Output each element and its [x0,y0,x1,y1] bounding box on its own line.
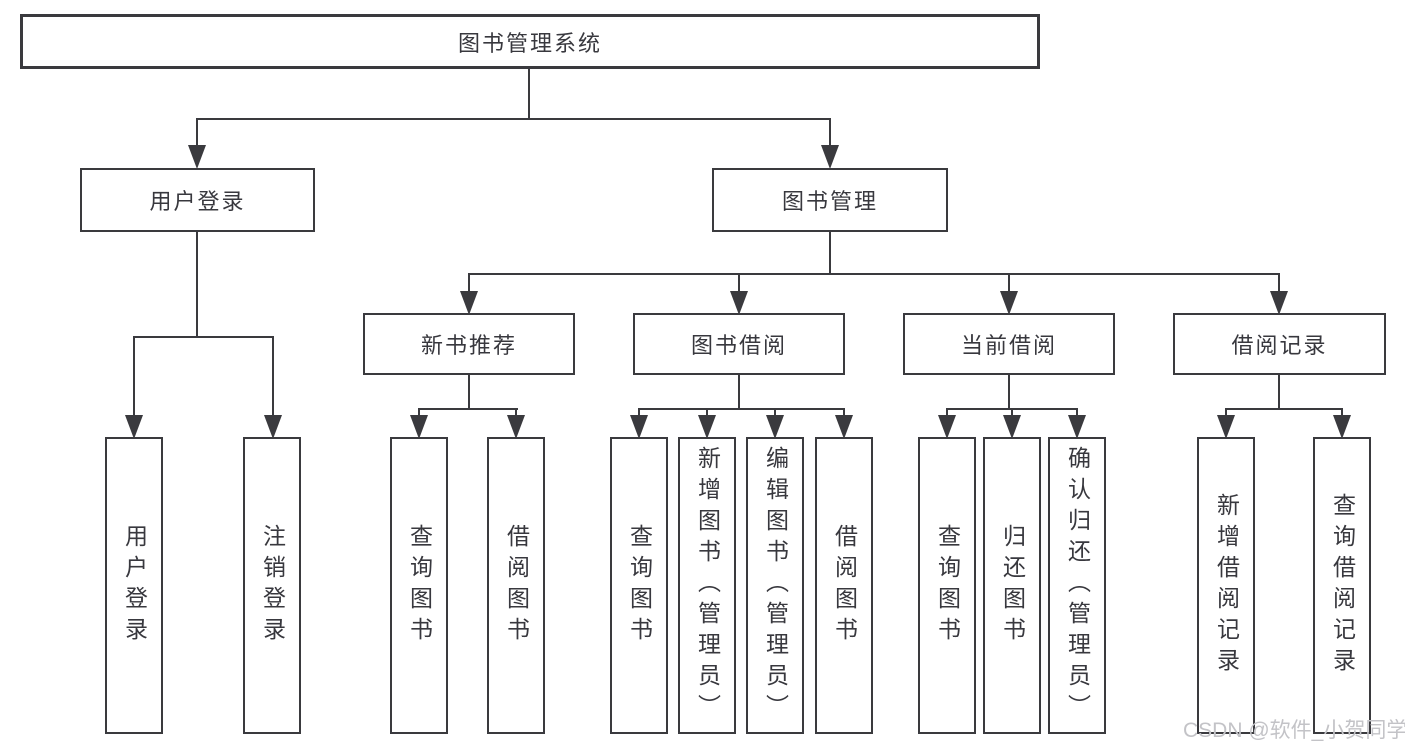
arrow-to-book-mgmt-icon [821,145,839,169]
connector-newbooks-stem [468,375,470,408]
leaf-newbooks-borrow: 借阅图书 [487,437,545,734]
node-book-borrowing-label: 图书借阅 [690,333,787,358]
leaf-newbooks-borrow-label: 借阅图书 [503,523,530,648]
node-library-system-label: 图书管理系统 [457,30,602,56]
connector-bookmgmt-drop-1 [468,273,470,293]
connector-records-bar [1225,408,1343,410]
arrow-bookborrow-leaf-4-icon [835,415,853,439]
connector-bookborrow-bar [638,408,845,410]
connector-bookborrow-drop-2 [706,408,708,416]
connector-root-bar [196,118,831,120]
arrow-records-leaf-1-icon [1217,415,1235,439]
leaf-current-query-label: 查询图书 [934,523,961,648]
node-current-borrowing-label: 当前借阅 [960,333,1057,358]
arrow-bookborrow-leaf-3-icon [766,415,784,439]
connector-userlogin-drop-1 [133,336,135,416]
connector-bookborrow-drop-4 [843,408,845,416]
node-book-management-label: 图书管理 [781,189,878,214]
connector-newbooks-bar [418,408,518,410]
leaf-borrow-book: 借阅图书 [815,437,873,734]
arrow-to-leaf-login-icon [125,415,143,439]
leaf-confirm-return: 确认归还（管理员） [1048,437,1106,734]
arrow-currentborrow-leaf-1-icon [938,415,956,439]
node-borrowing-records: 借阅记录 [1173,313,1386,375]
node-borrowing-records-label: 借阅记录 [1231,333,1328,358]
arrow-to-borrow-records-icon [1270,291,1288,315]
connector-currentborrow-drop-2 [1011,408,1013,416]
connector-root-right-drop [829,118,831,148]
node-user-login: 用户登录 [80,168,315,232]
arrow-currentborrow-leaf-3-icon [1068,415,1086,439]
connector-userlogin-stem [196,232,198,336]
connector-bookmgmt-bar [468,273,1280,275]
leaf-borrow-edit-book-label: 编辑图书（管理员） [762,446,789,725]
connector-root-left-drop [196,118,198,148]
connector-bookborrow-stem [738,375,740,408]
arrow-bookborrow-leaf-2-icon [698,415,716,439]
arrow-to-current-borrow-icon [1000,291,1018,315]
leaf-borrow-query-label: 查询图书 [626,523,653,648]
leaf-borrow-edit-book: 编辑图书（管理员） [746,437,804,734]
connector-newbooks-drop-1 [418,408,420,416]
leaf-confirm-return-label: 确认归还（管理员） [1064,446,1091,725]
leaf-borrow-add-book-label: 新增图书（管理员） [694,446,721,725]
connector-currentborrow-drop-1 [946,408,948,416]
connector-userlogin-drop-2 [272,336,274,416]
node-new-book-recommend-label: 新书推荐 [420,333,517,358]
leaf-logout-label: 注销登录 [259,523,286,648]
leaf-logout: 注销登录 [243,437,301,734]
leaf-add-record-label: 新增借阅记录 [1213,492,1240,679]
arrow-bookborrow-leaf-1-icon [630,415,648,439]
leaf-borrow-query: 查询图书 [610,437,668,734]
arrow-to-leaf-logout-icon [264,415,282,439]
leaf-current-query: 查询图书 [918,437,976,734]
leaf-borrow-book-label: 借阅图书 [831,523,858,648]
connector-userlogin-bar [133,336,274,338]
leaf-newbooks-query: 查询图书 [390,437,448,734]
connector-newbooks-drop-2 [515,408,517,416]
connector-bookmgmt-stem [829,232,831,273]
arrow-newbooks-leaf-1-icon [410,415,428,439]
arrow-records-leaf-2-icon [1333,415,1351,439]
connector-bookmgmt-drop-4 [1278,273,1280,293]
leaf-add-record: 新增借阅记录 [1197,437,1255,734]
connector-currentborrow-drop-3 [1076,408,1078,416]
leaf-user-login-label: 用户登录 [121,523,148,648]
connector-records-stem [1278,375,1280,408]
leaf-query-record: 查询借阅记录 [1313,437,1371,734]
node-library-system: 图书管理系统 [20,14,1040,69]
connector-currentborrow-stem [1008,375,1010,408]
leaf-return-book: 归还图书 [983,437,1041,734]
arrow-to-user-login-icon [188,145,206,169]
connector-root-stem [528,68,530,118]
arrow-newbooks-leaf-2-icon [507,415,525,439]
connector-bookmgmt-drop-3 [1008,273,1010,293]
csdn-watermark: CSDN @软件_小贺同学 [1183,719,1405,742]
leaf-user-login: 用户登录 [105,437,163,734]
connector-records-drop-1 [1225,408,1227,416]
connector-bookborrow-drop-3 [774,408,776,416]
node-book-borrowing: 图书借阅 [633,313,845,375]
connector-bookmgmt-drop-2 [738,273,740,293]
node-new-book-recommend: 新书推荐 [363,313,575,375]
leaf-return-book-label: 归还图书 [999,523,1026,648]
node-user-login-label: 用户登录 [149,189,246,214]
node-current-borrowing: 当前借阅 [903,313,1115,375]
leaf-query-record-label: 查询借阅记录 [1329,492,1356,679]
connector-bookborrow-drop-1 [638,408,640,416]
leaf-borrow-add-book: 新增图书（管理员） [678,437,736,734]
leaf-newbooks-query-label: 查询图书 [406,523,433,648]
node-book-management: 图书管理 [712,168,948,232]
arrow-to-new-books-icon [460,291,478,315]
connector-records-drop-2 [1341,408,1343,416]
arrow-currentborrow-leaf-2-icon [1003,415,1021,439]
arrow-to-book-borrow-icon [730,291,748,315]
